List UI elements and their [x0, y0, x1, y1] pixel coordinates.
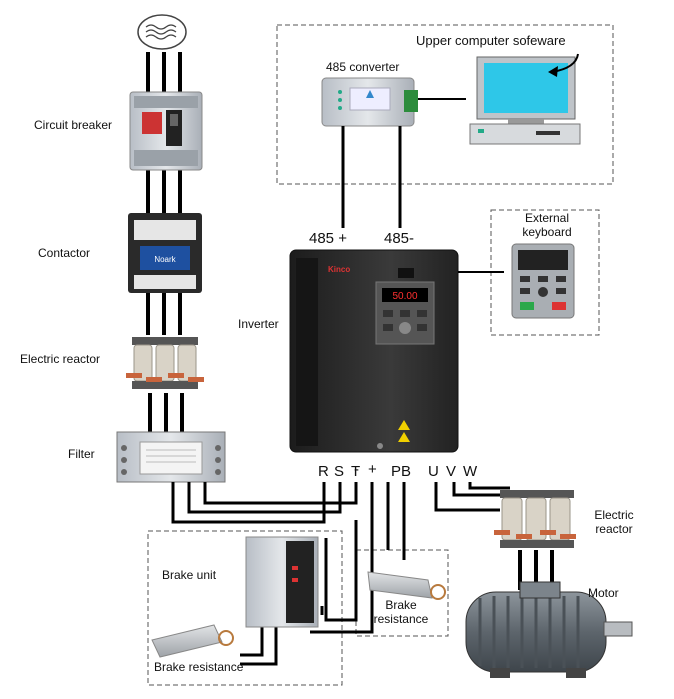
- motor-label: Motor: [588, 586, 619, 600]
- electric-reactor-right-device: [494, 490, 576, 548]
- converter-485-label: 485 converter: [326, 60, 400, 74]
- electric-reactor-left-label: Electric reactor: [20, 352, 101, 366]
- contactor-label: Contactor: [38, 246, 91, 260]
- port-485-minus-label: 485-: [384, 230, 415, 247]
- circuit-breaker-label: Circuit breaker: [34, 118, 113, 132]
- electric-reactor-left-device: [126, 337, 204, 389]
- inverter-device: Kinco 50.00: [289, 249, 459, 453]
- brake-unit-group: [147, 530, 343, 686]
- motor-device: [465, 581, 633, 678]
- upper-computer-group: [276, 24, 614, 185]
- filter-label: Filter: [68, 447, 95, 461]
- terminal-w: W: [463, 463, 478, 480]
- supply-wires: [146, 52, 184, 432]
- brake-resistance-left-device: [151, 624, 234, 658]
- terminal-u: U: [428, 463, 439, 480]
- contactor-device: Noark: [128, 213, 202, 293]
- electric-reactor-right-label: Electric reactor: [594, 508, 634, 536]
- brake-resistance-right-device: [367, 571, 446, 600]
- brake-wires: [240, 482, 406, 666]
- external-keyboard-device: [511, 243, 575, 319]
- terminal-minus: -: [354, 461, 359, 478]
- output-wires: [434, 482, 510, 512]
- upper-computer-label: Upper computer sofeware: [416, 33, 566, 48]
- terminal-t: T: [351, 463, 361, 480]
- external-keyboard-label: External keyboard: [522, 211, 572, 239]
- terminal-pb: PB: [391, 463, 412, 480]
- terminal-s: S: [334, 463, 345, 480]
- brake-resistance-right-label: Brake resistance: [373, 598, 429, 626]
- contactor-brand: Noark: [154, 255, 176, 264]
- power-source-icon: [137, 14, 187, 50]
- brake-unit-device: [245, 536, 319, 628]
- inverter-brand: Kinco: [328, 265, 350, 274]
- terminal-r: R: [318, 463, 329, 480]
- port-485-plus-label: 485 +: [309, 230, 347, 247]
- terminal-v: V: [446, 463, 457, 480]
- circuit-breaker-device: [129, 91, 203, 171]
- upper-computer-device: [469, 56, 581, 145]
- filter-to-inverter-wires: [171, 482, 358, 524]
- brake-resistance-left-label: Brake resistance: [154, 660, 244, 674]
- inverter-display: 50.00: [392, 291, 417, 302]
- inverter-label: Inverter: [238, 317, 279, 331]
- converter-485-device: [321, 77, 418, 127]
- terminal-plus: +: [368, 461, 377, 478]
- brake-unit-label: Brake unit: [162, 568, 217, 582]
- filter-device: [116, 431, 226, 483]
